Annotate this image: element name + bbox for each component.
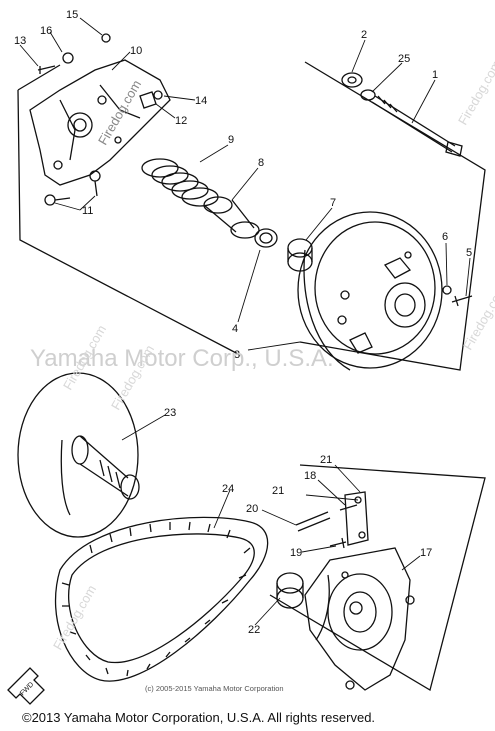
fwd-arrow xyxy=(7,667,45,705)
leader-lines xyxy=(19,17,471,626)
mount-bracket xyxy=(339,491,369,546)
callout-numbers: 1 2 3 4 5 6 7 8 9 10 11 12 13 14 15 16 1… xyxy=(14,9,472,636)
callout-12: 12 xyxy=(175,115,187,127)
sheave xyxy=(297,211,443,371)
callout-4: 4 xyxy=(232,323,238,335)
callout-19: 19 xyxy=(290,547,302,559)
washer-6 xyxy=(442,285,452,295)
watermark-main: Yamaha Motor Corp., U.S.A. xyxy=(30,345,334,372)
callout-15: 15 xyxy=(66,9,78,21)
sleeve xyxy=(203,196,260,239)
callout-20: 20 xyxy=(246,503,258,515)
callout-23: 23 xyxy=(164,407,176,419)
fwd-label: FWD xyxy=(19,681,35,697)
nut-15 xyxy=(101,33,111,43)
copyright-footer: ©2013 Yamaha Motor Corporation, U.S.A. A… xyxy=(22,710,376,725)
callout-13: 13 xyxy=(14,35,26,47)
washer-16 xyxy=(62,52,74,64)
callout-21a: 21 xyxy=(320,454,332,466)
collar xyxy=(276,572,304,609)
callout-2: 2 xyxy=(361,29,367,41)
callout-7: 7 xyxy=(330,197,336,209)
drive-belt xyxy=(55,516,269,682)
housing xyxy=(304,547,415,691)
callout-10: 10 xyxy=(130,45,142,57)
callout-21b: 21 xyxy=(272,485,284,497)
shaft-bolt xyxy=(371,95,463,157)
watermark-copyright: (c) 2005-2015 Yamaha Motor Corporation xyxy=(145,684,284,693)
callout-22: 22 xyxy=(248,624,260,636)
nut-14 xyxy=(153,90,163,100)
callout-18: 18 xyxy=(304,470,316,482)
callout-16: 16 xyxy=(40,25,52,37)
callout-5: 5 xyxy=(466,247,472,259)
bushing xyxy=(287,238,313,272)
callout-3: 3 xyxy=(234,349,240,361)
callout-6: 6 xyxy=(442,231,448,243)
pin-20 xyxy=(295,511,331,532)
callout-25: 25 xyxy=(398,53,410,65)
bolt-13 xyxy=(37,65,56,74)
bracket xyxy=(29,59,171,186)
bolts xyxy=(44,170,101,206)
callout-11: 11 xyxy=(82,205,93,217)
ring xyxy=(254,228,278,248)
bolt-19 xyxy=(329,537,347,549)
spring xyxy=(141,158,219,207)
callout-1: 1 xyxy=(432,69,438,81)
washer-25 xyxy=(360,89,376,101)
lower-right-box xyxy=(269,464,486,692)
callout-14: 14 xyxy=(195,95,207,107)
callout-9: 9 xyxy=(228,134,234,146)
bolt-5 xyxy=(451,295,473,307)
callout-17: 17 xyxy=(420,547,432,559)
washer-2 xyxy=(341,72,363,88)
callout-24: 24 xyxy=(222,483,234,495)
upper-left-box xyxy=(17,64,241,356)
secondary-sheave xyxy=(17,372,140,538)
callout-8: 8 xyxy=(258,157,264,169)
